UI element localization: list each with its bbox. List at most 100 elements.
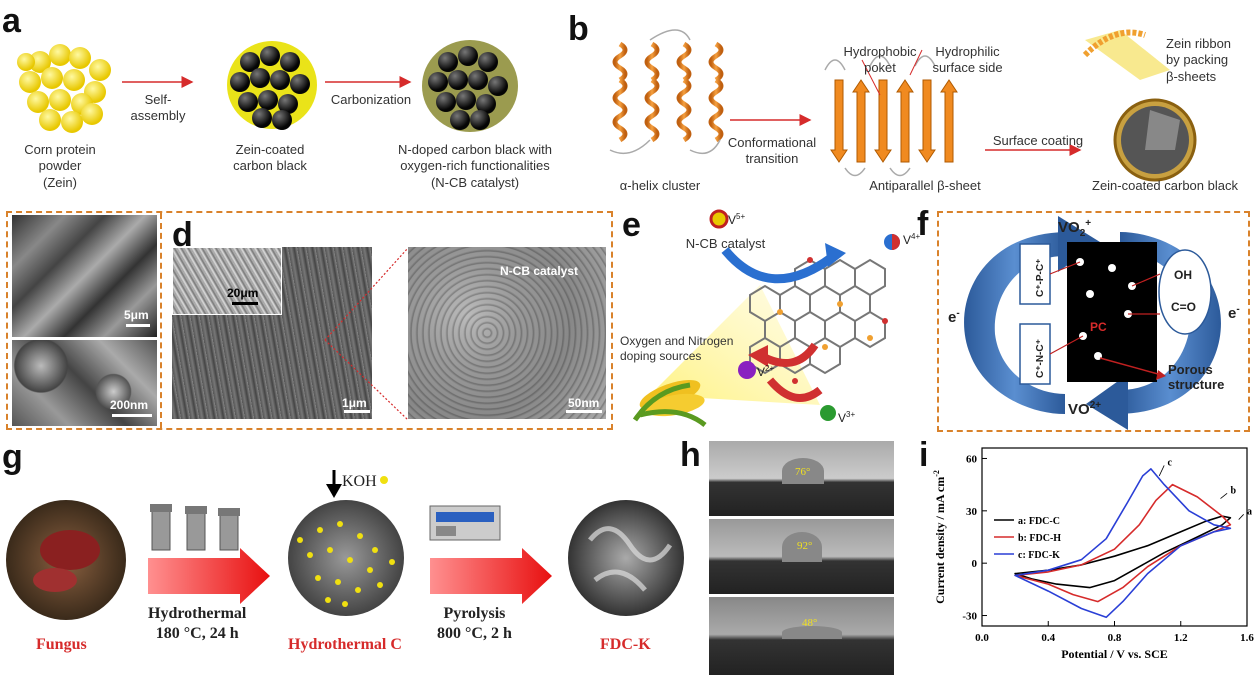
panel-label-e: e: [622, 206, 641, 244]
h-angle-1: 76°: [795, 466, 811, 478]
g-koh-label: KOH: [342, 473, 377, 490]
x-tick-label: 0.8: [1108, 632, 1122, 644]
b-coating-label: Surface coating: [992, 133, 1084, 148]
curve-pointer: [1158, 465, 1165, 477]
e-v2-label: V2+: [757, 364, 775, 379]
b-hydrophobic-label: Hydrophobic poket: [843, 44, 917, 76]
b-result-label: Zein-coated carbon black: [1092, 178, 1238, 193]
y-tick-label: -30: [962, 611, 977, 623]
curve-label-c: c: [1168, 458, 1173, 469]
curve-label-a: a: [1247, 507, 1252, 518]
y-axis-label: Current density / mA cm-2: [932, 470, 947, 604]
g-fdck-label: FDC-K: [600, 636, 651, 653]
a-step1-label: Corn protein powder (Zein): [24, 142, 96, 190]
a-step2-label: Zein-coated carbon black: [233, 142, 307, 174]
b-ribbon-label: Zein ribbon by packing β-sheets: [1166, 36, 1232, 84]
h-angle-3: 48°: [802, 617, 818, 629]
n-cb-catalyst: [422, 40, 518, 132]
alpha-helix-cluster: [612, 41, 724, 143]
b-transition-label: Conformational transition: [727, 135, 817, 167]
panel-a-illustration: [17, 40, 518, 133]
panel-label-b: b: [568, 10, 589, 48]
b-helix-label: α-helix cluster: [619, 178, 701, 193]
y-tick-label: 0: [972, 558, 978, 570]
f-cpc-label: C⁺-P-C⁺: [1035, 258, 1046, 297]
f-cnc-label: C⁺-N-C⁺: [1035, 339, 1046, 378]
panel-label-a: a: [2, 2, 21, 40]
curve-pointer: [1220, 493, 1228, 499]
g-hydroc-label: Hydrothermal C: [288, 636, 402, 653]
panel-label-f: f: [917, 205, 929, 243]
coated-carbon-sphere: [1082, 29, 1197, 182]
tem-texture: [408, 247, 606, 419]
d-main-scale-bar: [344, 410, 370, 413]
panel-b-illustration: [609, 29, 1197, 182]
droplet-1: [782, 458, 824, 484]
tem-image-d: [408, 247, 606, 419]
f-vo2plus-label: VO2+: [1068, 400, 1102, 418]
e-sources-label: Oxygen and Nitrogen doping sources: [620, 334, 734, 363]
curve-label-b: b: [1230, 486, 1236, 497]
x-tick-label: 1.6: [1240, 632, 1254, 644]
e-v4-label: V4+: [903, 232, 921, 247]
zein-coated-carbon: [227, 41, 317, 130]
c-top-scale-bar: [126, 324, 150, 327]
x-tick-label: 0.0: [975, 632, 989, 644]
b-hydrophilic-label: Hydrophilic surface side: [932, 44, 1003, 76]
a-step3-label: N-doped carbon black with oxygen-rich fu…: [398, 142, 552, 190]
panel-e-illustration: [632, 209, 900, 427]
g-pyro-label: Pyrolysis 800 °C, 2 h: [437, 605, 512, 642]
y-tick-label: 30: [966, 506, 978, 518]
panel-label-i: i: [919, 436, 929, 474]
e-v5-label: V5+: [728, 212, 746, 227]
legend-label: a: FDC-C: [1018, 516, 1060, 527]
f-vo2-label: VO2+: [1058, 218, 1092, 239]
curve-pointer: [1238, 514, 1244, 520]
panel-label-d: d: [172, 216, 193, 254]
e-catalyst-label: N-CB catalyst: [685, 236, 766, 251]
b-sheet-label: Antiparallel β-sheet: [869, 178, 981, 193]
sem-image-c-bottom: [12, 340, 157, 426]
zein-particles: [17, 44, 111, 133]
d-tem-scale-bar: [566, 410, 602, 413]
d-tem-label: N-CB catalyst: [500, 264, 579, 278]
panel-f-frame: [937, 211, 1250, 432]
f-pc-label: PC: [1090, 320, 1107, 334]
x-axis-label: Potential / V vs. SCE: [1061, 647, 1168, 661]
d-inset-scale: 20μm: [227, 286, 259, 300]
zoom-lines: [324, 247, 409, 421]
panel-label-h: h: [680, 436, 701, 474]
beta-sheet: [830, 79, 958, 163]
d-main-scale: 1μm: [342, 396, 367, 410]
f-e-right: e-: [1228, 304, 1240, 322]
droplet-2: [782, 532, 822, 562]
panel-label-g: g: [2, 438, 23, 476]
x-tick-label: 0.4: [1041, 632, 1055, 644]
f-co-label: C=O: [1171, 300, 1197, 314]
corn-cobs: [632, 379, 707, 427]
c-bottom-scale-bar: [112, 414, 152, 417]
cv-series-c: [1014, 468, 1232, 619]
panel-g-illustration: [6, 470, 684, 620]
y-tick-label: 60: [966, 453, 978, 465]
h-angle-2: 92°: [797, 540, 813, 552]
panel-cd-frame: [6, 211, 613, 430]
panel-c-divider: [160, 213, 162, 428]
f-porous-label: Porous structure: [1168, 362, 1225, 392]
legend-label: b: FDC-H: [1018, 533, 1061, 544]
f-e-left: e-: [948, 308, 960, 326]
a-arrow2-label: Carbonization: [330, 92, 412, 107]
legend-label: c: FDC-K: [1018, 550, 1060, 561]
fdck-image: [568, 500, 684, 616]
hydrothermal-c-image: [288, 500, 404, 616]
c-top-scale: 5μm: [124, 308, 149, 322]
a-arrow1-label: Self-assembly: [130, 92, 186, 124]
g-hydro-label: Hydrothermal 180 °C, 24 h: [148, 605, 247, 642]
droplet-3: [782, 626, 842, 639]
d-tem-scale: 50nm: [568, 396, 600, 410]
cv-series-b: [1014, 483, 1232, 603]
sem-image-d-inset: [172, 247, 282, 315]
e-v3-label: V3+: [838, 410, 856, 425]
c-bottom-scale: 200nm: [110, 398, 149, 412]
